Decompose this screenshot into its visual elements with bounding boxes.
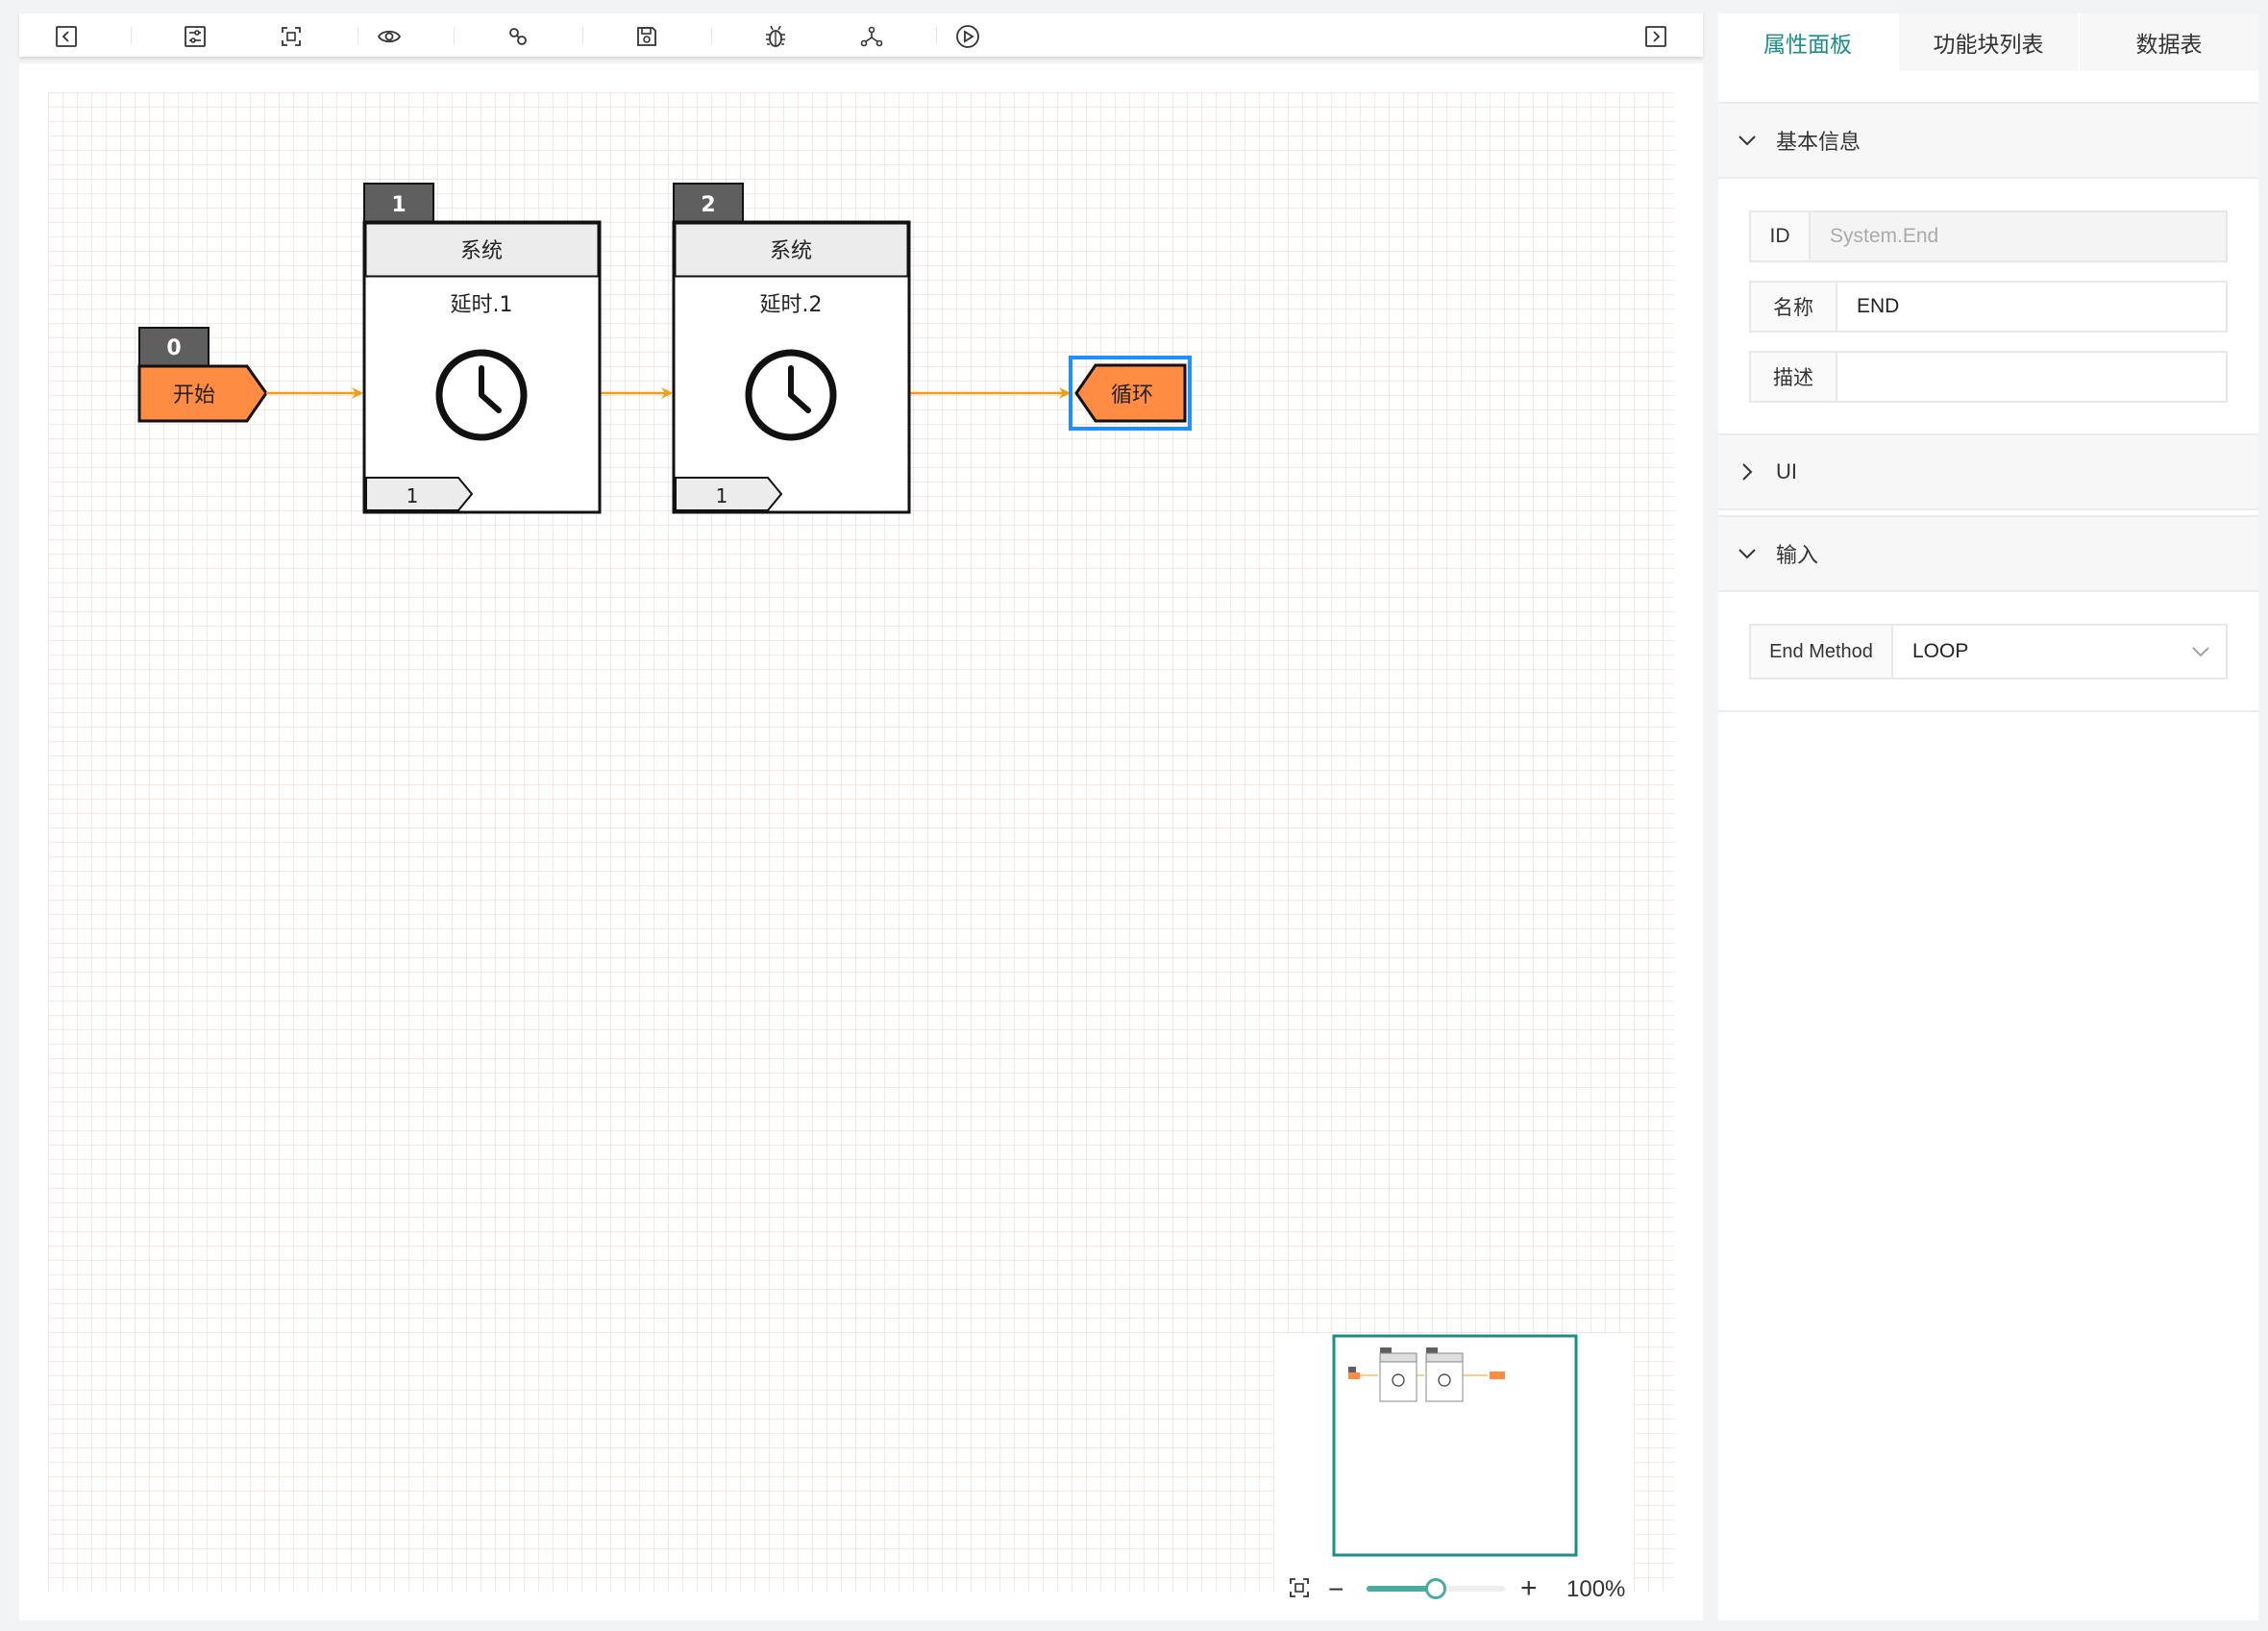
section-basic-header[interactable]: 基本信息 [1718, 102, 2258, 179]
end-method-label: End Method [1751, 626, 1893, 678]
clock-icon [435, 349, 528, 441]
chevron-down-icon [2191, 640, 2210, 663]
node-title: 延时.2 [760, 293, 823, 317]
flow-canvas[interactable]: 0 开始 1 系统 延时.1 1 2 [19, 63, 1703, 1620]
description-label: 描述 [1751, 353, 1837, 401]
id-label: ID [1751, 212, 1811, 260]
start-node[interactable]: 0 开始 [137, 327, 268, 423]
delay-node-1[interactable]: 1 系统 延时.1 1 [362, 183, 602, 514]
chevron-down-icon [1718, 547, 1776, 560]
end-node[interactable]: 循环 [1069, 356, 1192, 431]
fit-view-icon[interactable] [279, 24, 304, 49]
name-label: 名称 [1751, 283, 1837, 331]
minimap [1274, 1334, 1634, 1611]
tab-function-blocks[interactable]: 功能块列表 [1899, 13, 2080, 71]
delay-node-2[interactable]: 2 系统 延时.2 1 [672, 183, 911, 514]
node-index: 1 [391, 193, 406, 217]
section-ui-header[interactable]: UI [1718, 433, 2258, 510]
minimap-viewport[interactable] [1332, 1334, 1578, 1557]
zoom-slider-thumb[interactable] [1425, 1578, 1446, 1599]
bug-icon[interactable] [763, 24, 788, 49]
save-icon[interactable] [634, 24, 659, 49]
end-node-label: 循环 [1111, 383, 1153, 408]
node-title: 延时.1 [451, 293, 513, 317]
property-panel: 属性面板 功能块列表 数据表 基本信息 ID System.End 名称 END… [1718, 13, 2258, 1620]
eye-icon[interactable] [377, 24, 402, 49]
settings-sliders-icon[interactable] [183, 24, 208, 49]
name-field[interactable]: 名称 END [1749, 281, 2228, 333]
start-node-label: 开始 [173, 383, 215, 408]
section-divider [1718, 710, 2258, 712]
end-method-value: LOOP [1912, 640, 1969, 662]
node-category: 系统 [770, 239, 812, 263]
id-field: ID System.End [1749, 210, 2228, 262]
end-method-field[interactable]: End Method LOOP [1749, 624, 2228, 680]
section-input-header[interactable]: 输入 [1718, 515, 2258, 592]
zoom-label: 100% [1566, 1576, 1626, 1602]
toolbar [19, 13, 1703, 57]
collapse-right-icon[interactable] [1643, 24, 1668, 49]
id-value: System.End [1811, 212, 2226, 260]
zoom-slider[interactable] [1367, 1578, 1505, 1599]
selection-outline [1069, 356, 1192, 431]
chevron-right-icon [1718, 461, 1776, 482]
zoom-in-icon[interactable]: + [1520, 1572, 1538, 1604]
section-input-title: 输入 [1776, 543, 1819, 567]
minimap-content [1348, 1347, 1505, 1402]
clock-icon [745, 349, 837, 441]
zoom-controls: − + 100% [1274, 1569, 1634, 1607]
description-field[interactable]: 描述 [1749, 351, 2228, 403]
chevron-down-icon [1718, 134, 1776, 147]
node-port: 1 [407, 484, 419, 507]
zoom-out-icon[interactable]: − [1328, 1574, 1344, 1604]
play-circle-icon[interactable] [955, 24, 980, 49]
collapse-left-icon[interactable] [54, 24, 79, 49]
tab-properties[interactable]: 属性面板 [1718, 13, 1899, 71]
link-icon[interactable] [505, 24, 530, 49]
description-input[interactable] [1837, 353, 2226, 401]
section-basic-title: 基本信息 [1776, 130, 1861, 154]
end-method-select[interactable]: LOOP [1893, 626, 2226, 678]
name-input[interactable]: END [1857, 295, 1900, 317]
flow-diagram: 0 开始 1 系统 延时.1 1 2 [137, 183, 1192, 514]
node-index: 2 [701, 193, 715, 217]
fit-view-icon[interactable] [1288, 1576, 1311, 1606]
node-port: 1 [716, 484, 728, 507]
panel-tabs: 属性面板 功能块列表 数据表 [1718, 13, 2258, 71]
node-category: 系统 [460, 239, 503, 263]
tab-data-table[interactable]: 数据表 [2135, 32, 2203, 57]
section-ui-title: UI [1776, 459, 1797, 483]
share-nodes-icon[interactable] [859, 24, 884, 49]
start-node-index: 0 [166, 336, 181, 360]
zoom-slider-fill [1367, 1586, 1436, 1592]
